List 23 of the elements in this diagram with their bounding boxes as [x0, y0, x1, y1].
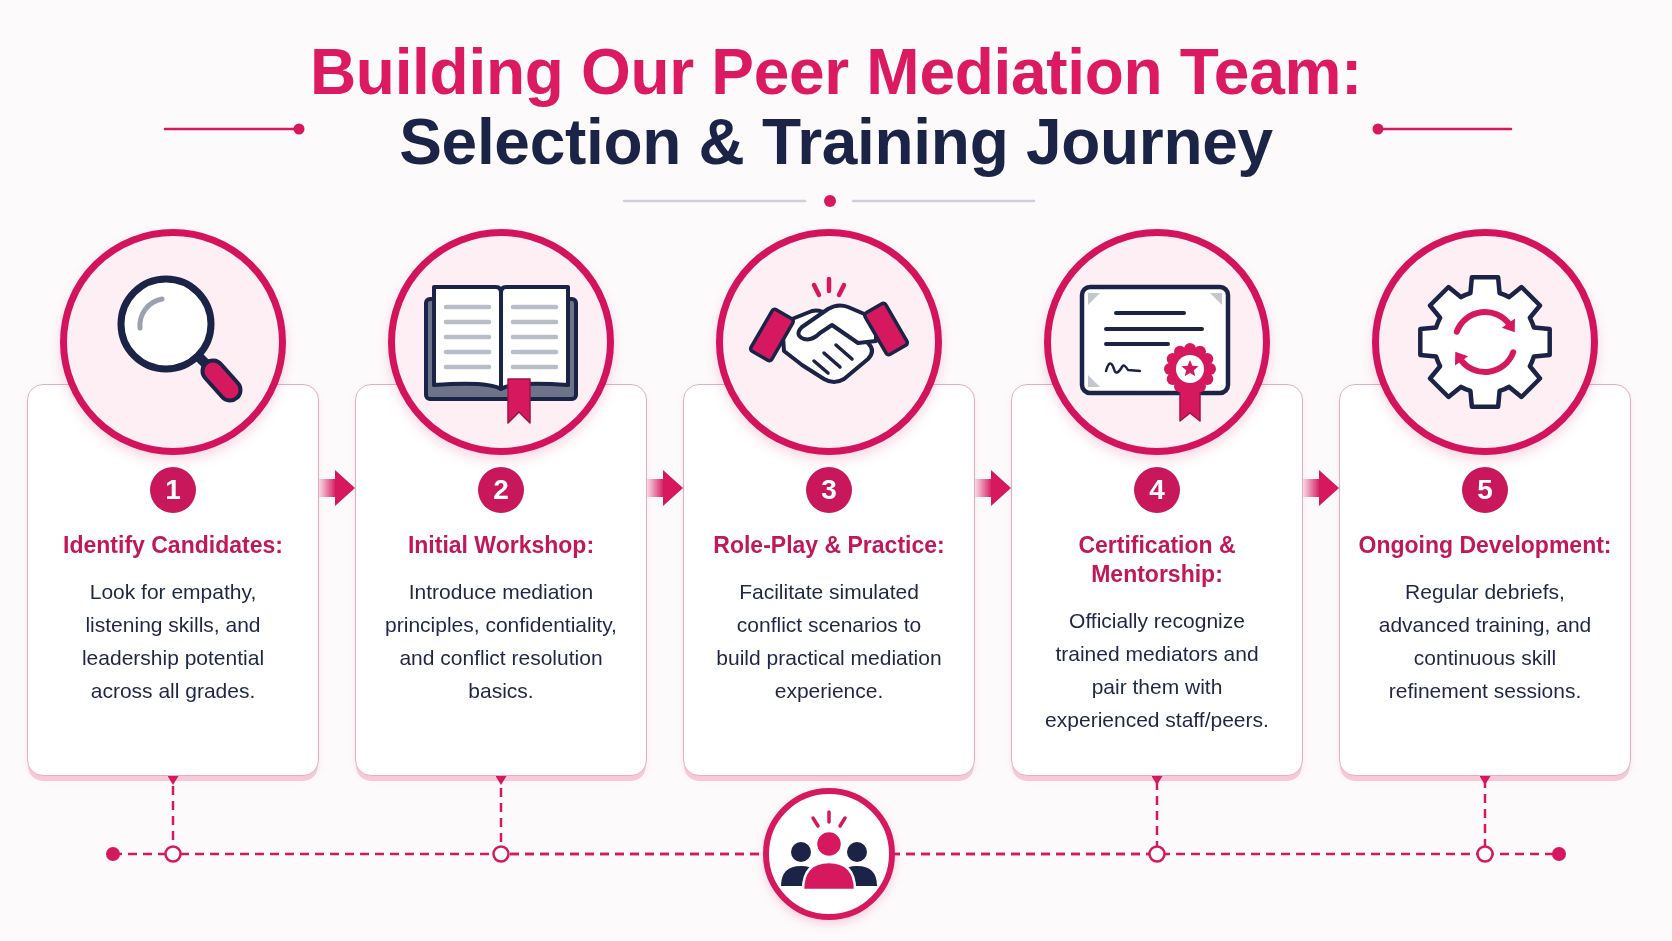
step-description: Facilitate simulated conflict scenarios to build practical mediation experience. [715, 579, 943, 704]
flow-arrow [975, 470, 1011, 506]
step-title: Certification & Mentorship: [1077, 531, 1237, 589]
flow-arrow [647, 470, 683, 506]
step-description: Introduce mediation principles, confidentiality, and conflict resolution basics. [384, 579, 618, 704]
dashed-connector [895, 776, 1491, 856]
step-number: 3 [806, 467, 852, 513]
subtitle: Selection & Training Journey [399, 107, 1273, 177]
step-number: 1 [150, 467, 196, 513]
title: Building Our Peer Mediation Team: [309, 37, 1363, 107]
step-number: 2 [478, 467, 524, 513]
step-description: Officially recognize trained mediators and pair them with experienced staff/peers. [1044, 608, 1270, 733]
flow-arrow [319, 470, 355, 506]
step-title: Initial Workshop: [407, 531, 595, 560]
step-title: Ongoing Development: [1358, 531, 1612, 560]
step-description: Regular debriefs, advanced training, and continuous skill refinement sessions. [1377, 579, 1593, 704]
step-number: 5 [1462, 467, 1508, 513]
step-number: 4 [1134, 467, 1180, 513]
step-title: Role-Play & Practice: [713, 531, 945, 560]
team-icon [763, 788, 895, 920]
flow-arrow [1303, 470, 1339, 506]
step-description: Look for empathy, listening skills, and leadership potential across all grades. [80, 579, 266, 704]
step-title: Identify Candidates: [63, 531, 283, 560]
